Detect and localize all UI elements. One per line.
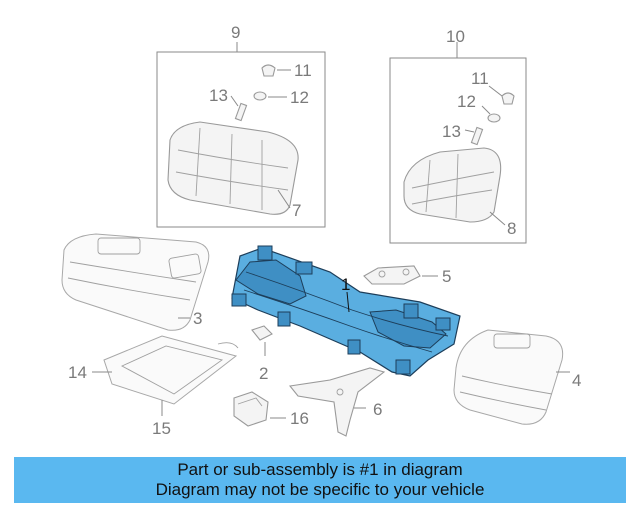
kit-box-10 [389,42,527,244]
callout-13-right: 13 [442,122,461,141]
banner-line-1: Part or sub-assembly is #1 in diagram [177,460,463,479]
callout-10: 10 [446,27,465,46]
grommet-12-right [487,113,501,123]
clip-11-left [261,64,276,77]
banner-line-2: Diagram may not be specific to your vehi… [155,480,485,499]
callout-15: 15 [152,419,171,438]
parts-diagram: 1 2 3 4 5 6 7 8 9 10 11 12 13 11 12 13 1… [61,23,581,438]
clip-11-right [501,92,515,105]
seat-frame-4 [453,329,570,425]
callout-13-left: 13 [209,86,228,105]
bracket-6 [288,367,386,437]
callout-6: 6 [373,400,382,419]
bracket-5 [363,265,438,285]
callout-4: 4 [572,371,581,390]
stud-13-left [234,102,248,122]
stud-13-right [470,126,484,146]
callout-12-right: 12 [457,92,476,111]
seat-cushion-8 [403,147,502,223]
grommet-12-left [253,91,267,101]
callout-5: 5 [442,267,451,286]
clip-2 [251,325,273,356]
connector-16 [233,391,286,427]
callout-14: 14 [68,363,87,382]
callout-8: 8 [507,219,516,238]
kit-box-9 [156,42,326,228]
callout-16: 16 [290,409,309,428]
callout-9: 9 [231,23,240,42]
callout-7: 7 [292,201,301,220]
callout-11-right: 11 [471,69,489,88]
seat-cushion-7 [167,121,299,215]
callout-1: 1 [341,275,350,294]
rear-seat-frame-1 [231,245,461,377]
callout-2: 2 [259,364,268,383]
seat-frame-3 [61,233,210,331]
callout-3: 3 [193,309,202,328]
callout-11-left: 11 [294,61,312,80]
info-banner: Part or sub-assembly is #1 in diagram Di… [14,457,626,503]
seat-heater-mat-15 [92,335,239,416]
callout-12-left: 12 [290,88,309,107]
